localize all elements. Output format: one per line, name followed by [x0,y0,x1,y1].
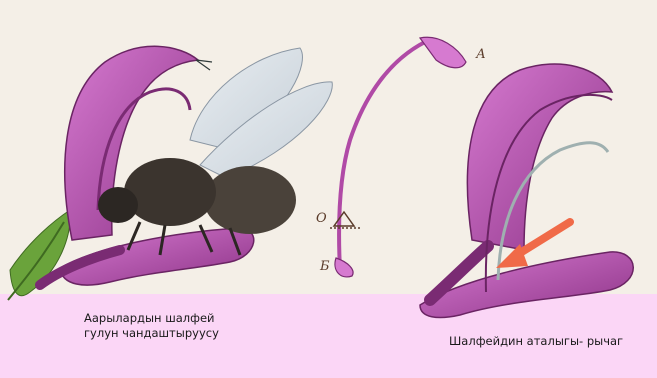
stamen-lever-diagram: А О Б [316,37,486,277]
caption-right: Шалфейдин аталыгы- рычаг [449,334,649,349]
lever-foot-b [335,258,353,277]
caption-left: Аарылардын шалфей гулун чандаштыруусу [84,311,284,341]
lever-pivot [334,212,354,226]
label-b: Б [319,259,330,274]
style-tip [196,60,212,70]
label-o: О [316,211,327,226]
label-a: А [475,47,486,62]
lever-filament [339,42,425,270]
bee-abdomen [204,166,296,234]
caption-left-line1: Аарылардын шалфей [84,311,284,326]
lever-anther-a [420,37,466,67]
caption-left-line2: гулун чандаштыруусу [84,326,284,341]
right-flower-illustration [420,64,633,317]
bee-head [98,187,138,223]
bee-thorax [124,158,216,226]
